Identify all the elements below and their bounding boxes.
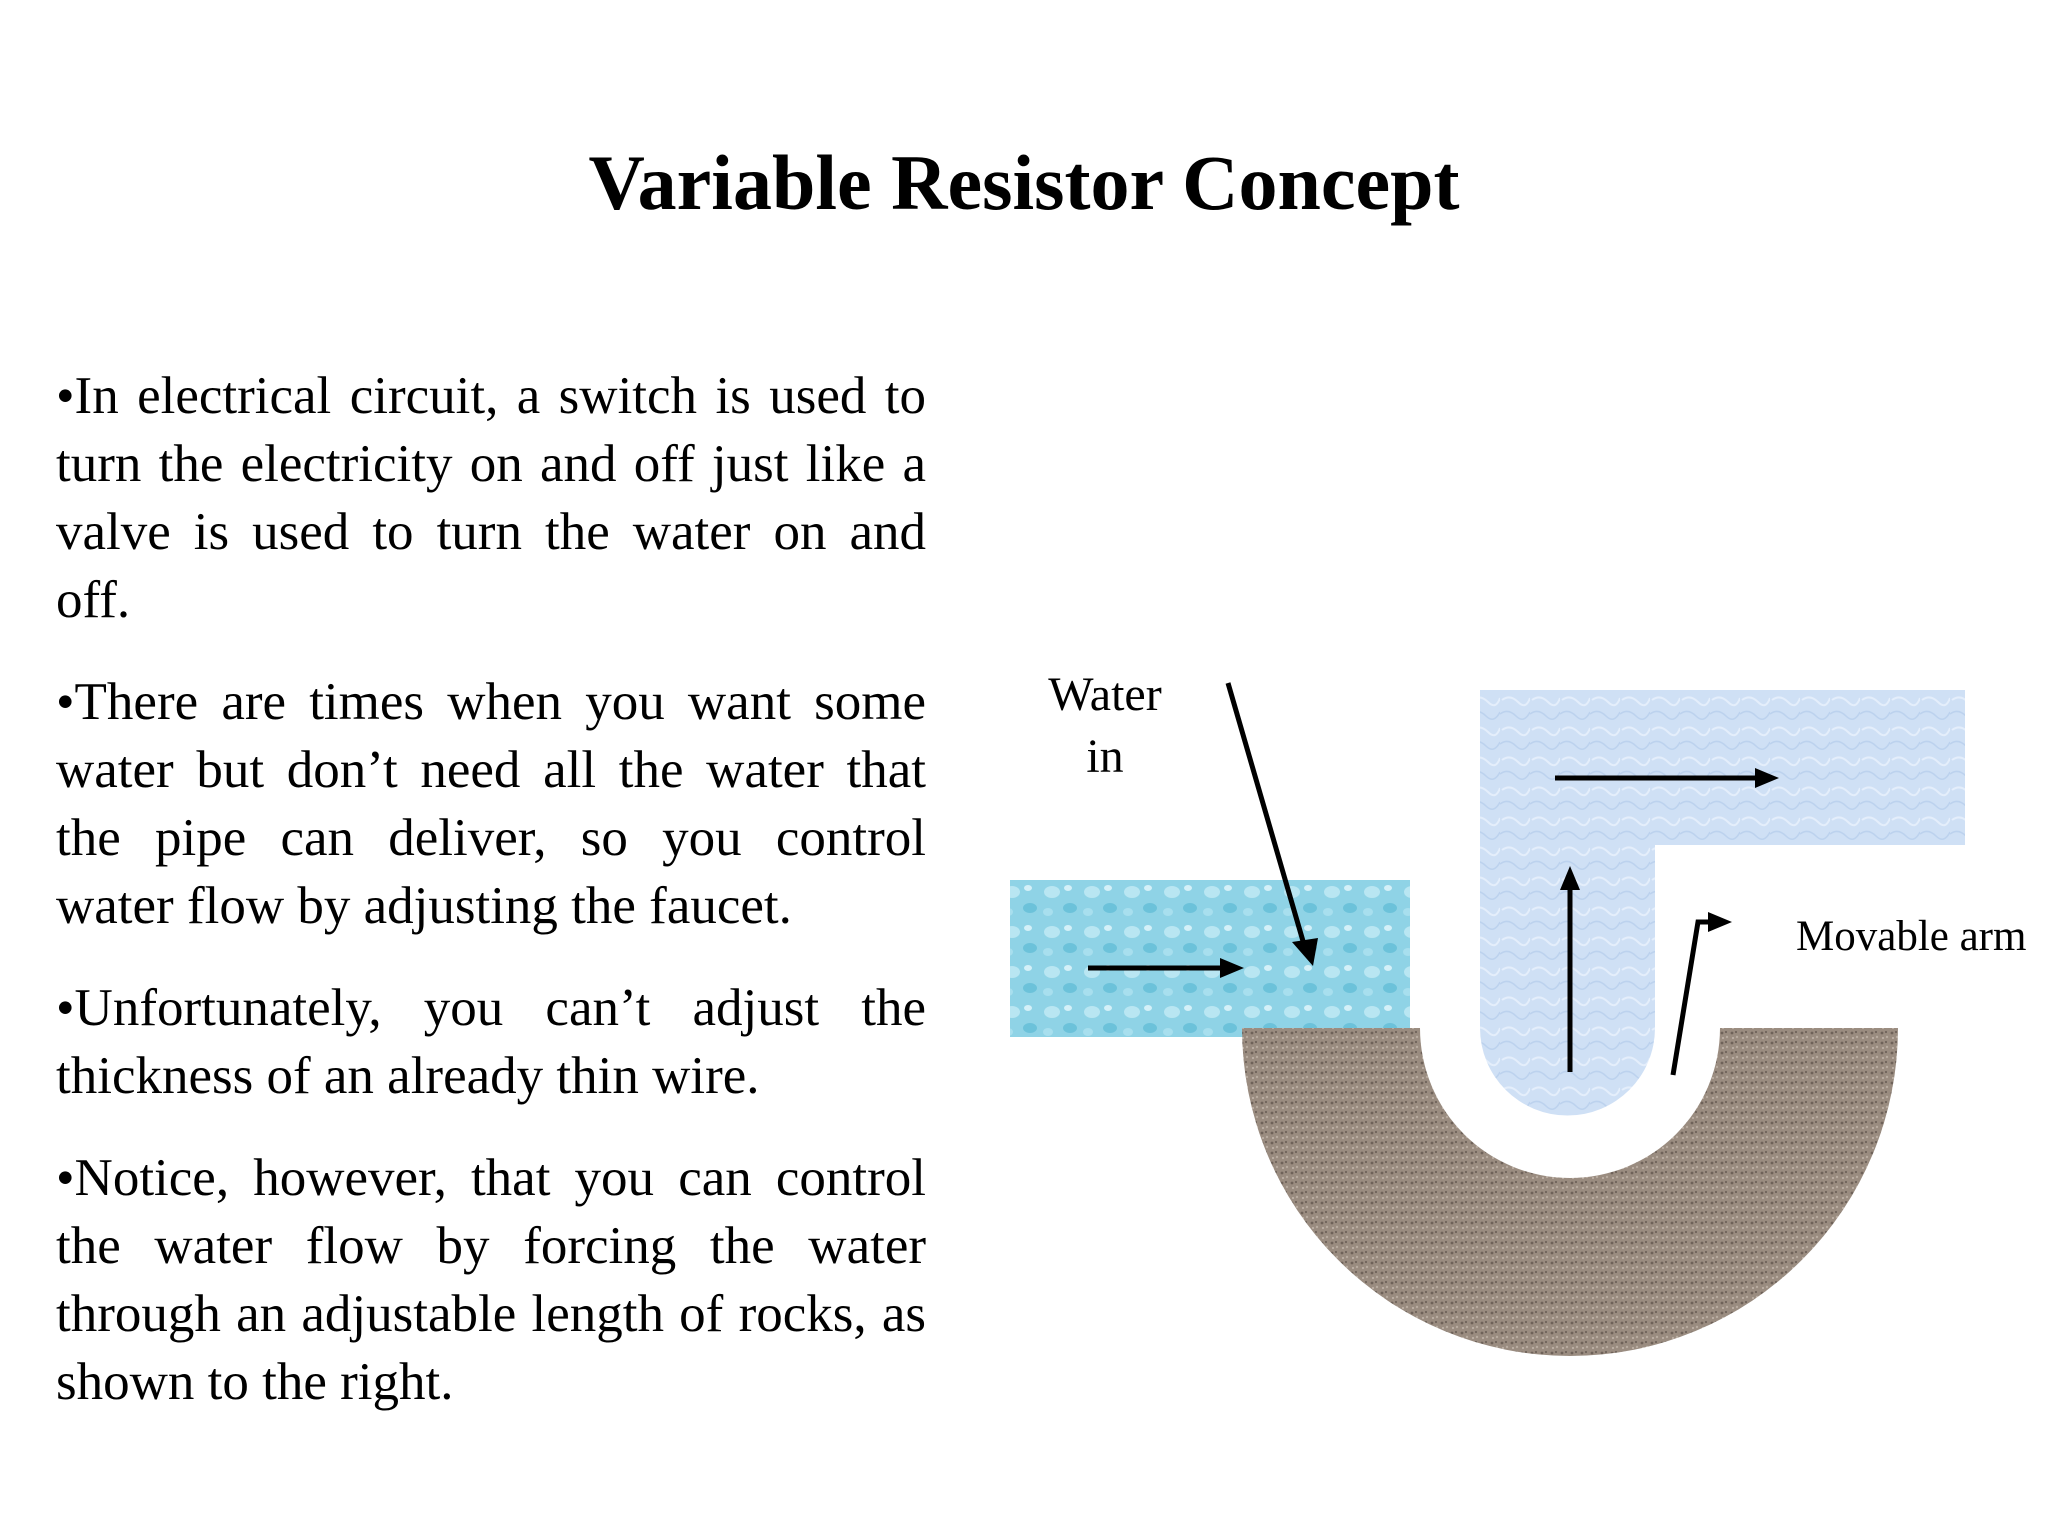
rock-channel (1242, 1028, 1898, 1356)
bullet-item: •Notice, however, that you can control t… (56, 1149, 926, 1411)
bullet-item: •In electrical circuit, a switch is used… (56, 367, 926, 629)
arrow-pipe-up (1560, 866, 1580, 1072)
water-pipe (1480, 690, 1965, 1116)
water-in-label-line2: in (1086, 730, 1123, 783)
arrow-movable-arm (1670, 912, 1732, 1076)
bullet-item: •There are times when you want some wate… (56, 673, 926, 935)
water-in-label-line1: Water (1048, 668, 1161, 721)
water-inlet-block (1010, 880, 1410, 1037)
slide-title: Variable Resistor Concept (588, 139, 1460, 226)
bullet-item: •Unfortunately, you can’t adjust the thi… (56, 979, 926, 1105)
movable-arm-label: Movable arm (1796, 913, 2026, 960)
arrow-inlet-right (1088, 958, 1244, 978)
arrow-water-in-diagonal (1225, 682, 1318, 966)
arrow-outlet-right (1555, 768, 1779, 788)
bullet-list: •In electrical circuit, a switch is used… (56, 362, 926, 1450)
